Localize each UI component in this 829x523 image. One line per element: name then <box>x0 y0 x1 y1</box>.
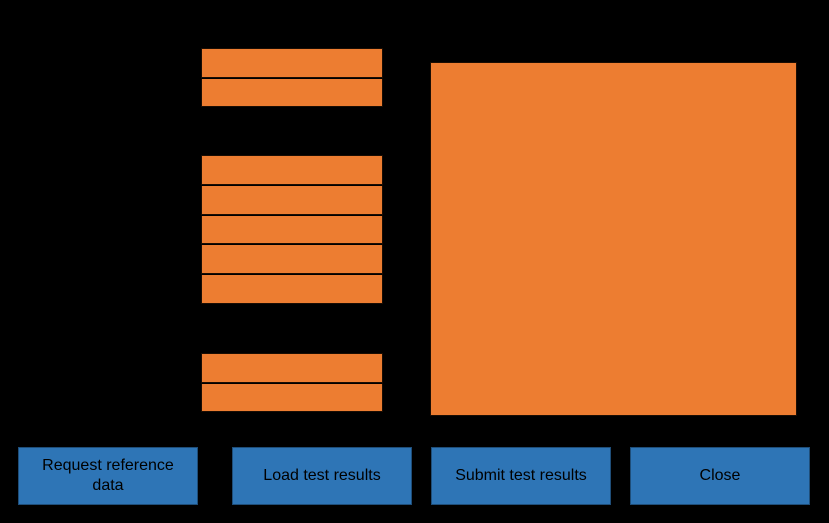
load-test-results-button[interactable]: Load test results <box>232 447 412 505</box>
list-item[interactable] <box>201 214 383 245</box>
list-item[interactable] <box>201 155 383 185</box>
list-item[interactable] <box>201 77 383 107</box>
list-group-middle <box>201 155 383 304</box>
list-item[interactable] <box>201 244 383 275</box>
list-item[interactable] <box>201 353 383 383</box>
list-item[interactable] <box>201 382 383 412</box>
request-reference-data-button[interactable]: Request reference data <box>18 447 198 505</box>
list-item[interactable] <box>201 184 383 215</box>
list-group-top <box>201 48 383 107</box>
detail-panel[interactable] <box>430 62 797 416</box>
button-bar: Request reference data Load test results… <box>0 447 829 505</box>
list-group-bottom <box>201 353 383 412</box>
list-item[interactable] <box>201 48 383 78</box>
close-button[interactable]: Close <box>630 447 810 505</box>
submit-test-results-button[interactable]: Submit test results <box>431 447 611 505</box>
list-item[interactable] <box>201 274 383 304</box>
